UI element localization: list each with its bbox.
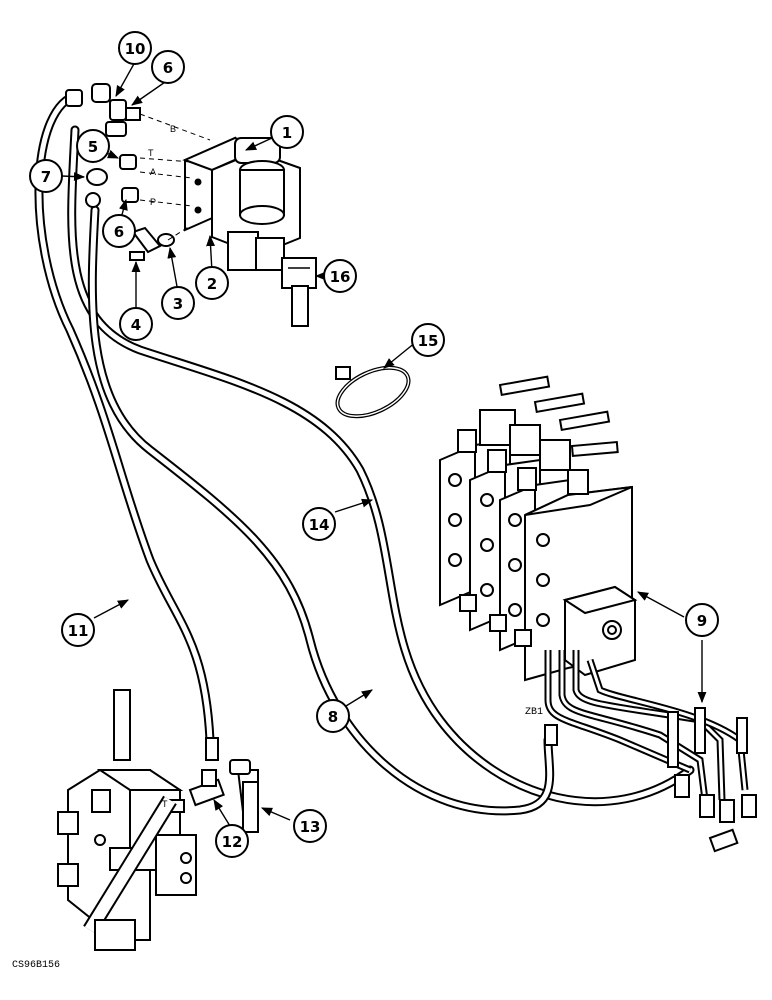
svg-text:16: 16 <box>330 268 351 286</box>
callout-14: 14 <box>302 507 336 541</box>
hose-8 <box>87 205 555 816</box>
svg-text:9: 9 <box>697 612 707 630</box>
svg-text:7: 7 <box>41 168 51 186</box>
svg-text:6: 6 <box>163 59 173 77</box>
callout-6-lower: 6 <box>102 214 136 248</box>
svg-text:13: 13 <box>300 818 321 836</box>
svg-text:4: 4 <box>131 316 141 334</box>
fitting-13 <box>229 759 259 833</box>
callout-1: 1 <box>270 115 304 149</box>
svg-text:11: 11 <box>68 622 89 640</box>
port-label-b: B <box>170 124 176 134</box>
port-label-t-upper: T <box>148 148 154 158</box>
port-label-a: A <box>150 167 156 177</box>
callout-7: 7 <box>29 159 63 193</box>
fitting-12 <box>188 737 225 807</box>
callout-2: 2 <box>195 266 229 300</box>
svg-text:8: 8 <box>328 708 338 726</box>
svg-text:6: 6 <box>114 223 124 241</box>
fittings-top <box>65 83 175 261</box>
callout-3: 3 <box>161 286 195 320</box>
svg-text:1: 1 <box>282 124 292 142</box>
callout-13: 13 <box>293 809 327 843</box>
drawing-code: CS96B156 <box>12 960 60 971</box>
assembly-lines: B T A P <box>139 113 211 241</box>
valve-marking: ZB1 <box>525 707 543 718</box>
callout-6-top: 6 <box>151 50 185 84</box>
hose-clamp <box>335 365 411 419</box>
svg-text:14: 14 <box>309 516 330 534</box>
svg-text:5: 5 <box>88 138 98 156</box>
lower-valve-assembly: T <box>57 689 197 951</box>
solenoid-valve-assembly <box>182 136 317 327</box>
svg-text:3: 3 <box>173 295 183 313</box>
svg-text:10: 10 <box>125 40 146 58</box>
callout-12: 12 <box>215 824 249 858</box>
control-valve-bank <box>439 375 757 853</box>
svg-text:2: 2 <box>207 275 217 293</box>
callout-9: 9 <box>685 603 719 637</box>
port-label-t-lower: T <box>162 799 168 809</box>
callout-8: 8 <box>316 699 350 733</box>
callout-10: 10 <box>118 31 152 65</box>
callout-16: 16 <box>323 259 357 293</box>
callout-15: 15 <box>411 323 445 357</box>
callout-11: 11 <box>61 613 95 647</box>
svg-text:15: 15 <box>418 332 439 350</box>
callout-4: 4 <box>119 307 153 341</box>
callout-5: 5 <box>76 129 110 163</box>
port-label-p: P <box>150 197 156 207</box>
svg-text:12: 12 <box>222 833 243 851</box>
